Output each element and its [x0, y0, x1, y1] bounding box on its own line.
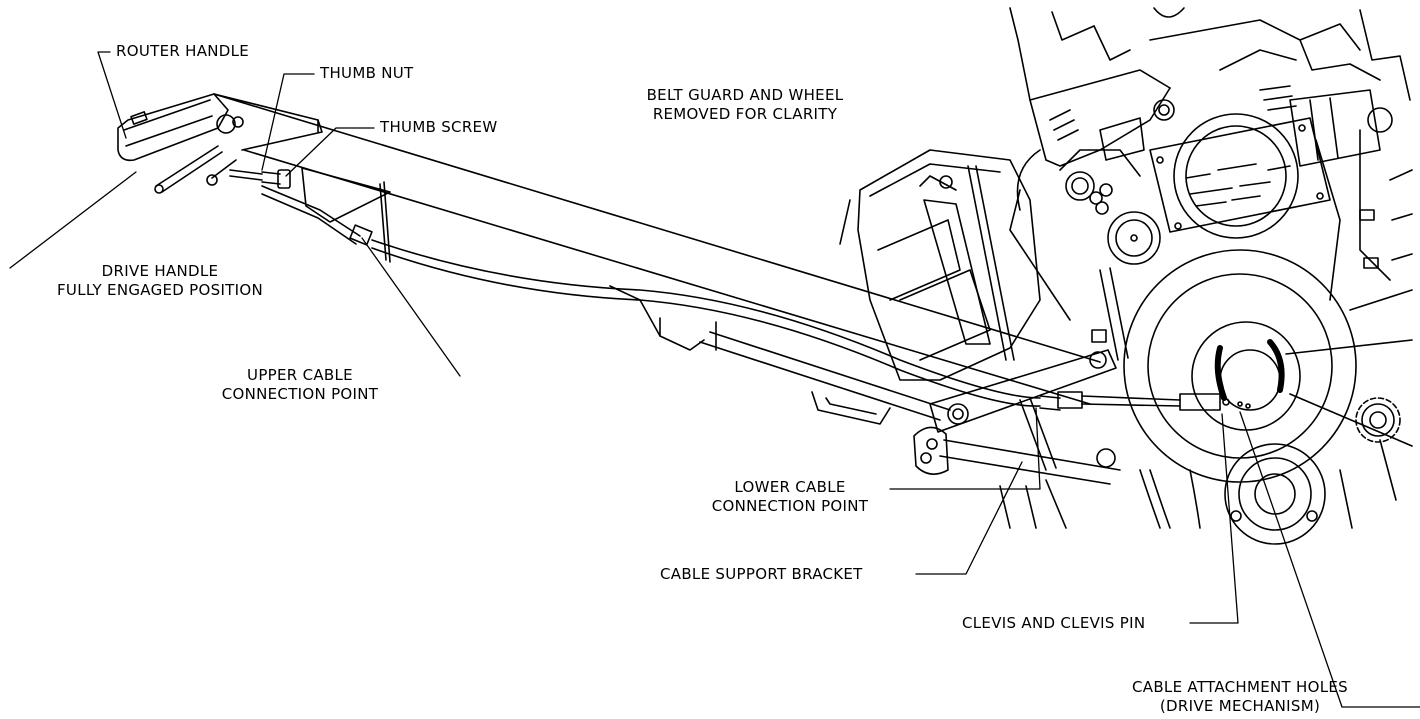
belt-guard-note-line1: BELT GUARD AND WHEEL: [646, 86, 844, 104]
lower-cable-label-line1: LOWER CABLE: [734, 478, 846, 496]
cable-support-bracket-label: CABLE SUPPORT BRACKET: [660, 565, 863, 583]
drive-pulley: [1123, 249, 1413, 483]
lower-cable-label-line2: CONNECTION POINT: [711, 497, 869, 515]
lower-cable-label: LOWER CABLE CONNECTION POINT: [690, 478, 890, 516]
engine: [1009, 7, 1413, 321]
lever-bracket: [811, 349, 1121, 529]
lower-pulley: [1139, 439, 1397, 545]
sprocket: [1355, 397, 1401, 443]
clevis-pin-label: CLEVIS AND CLEVIS PIN: [962, 614, 1146, 632]
router-handle-label: ROUTER HANDLE: [116, 42, 250, 60]
drive-handle-label: DRIVE HANDLE FULLY ENGAGED POSITION: [10, 262, 310, 300]
upper-cable-label-line1: UPPER CABLE: [247, 366, 353, 384]
attachment-holes-label-line1: CABLE ATTACHMENT HOLES: [1132, 678, 1348, 696]
belt-guard-note: BELT GUARD AND WHEEL REMOVED FOR CLARITY: [605, 86, 885, 124]
upper-cable-label-line2: CONNECTION POINT: [221, 385, 379, 403]
pulley-housing: [839, 149, 1129, 381]
thumb-nut-label: THUMB NUT: [320, 64, 414, 82]
attachment-holes-label: CABLE ATTACHMENT HOLES (DRIVE MECHANISM): [1100, 678, 1380, 716]
attachment-holes-label-line2: (DRIVE MECHANISM): [1159, 697, 1321, 715]
cable: [261, 181, 1251, 411]
belt-guard-note-line2: REMOVED FOR CLARITY: [652, 105, 838, 123]
leader-lines: [9, 51, 1420, 708]
upper-cable-label: UPPER CABLE CONNECTION POINT: [190, 366, 410, 404]
thumb-screw-label: THUMB SCREW: [380, 118, 498, 136]
drive-handle-label-line2: FULLY ENGAGED POSITION: [56, 281, 263, 299]
handle-assembly: [117, 93, 291, 194]
drive-handle-label-line1: DRIVE HANDLE: [101, 262, 219, 280]
